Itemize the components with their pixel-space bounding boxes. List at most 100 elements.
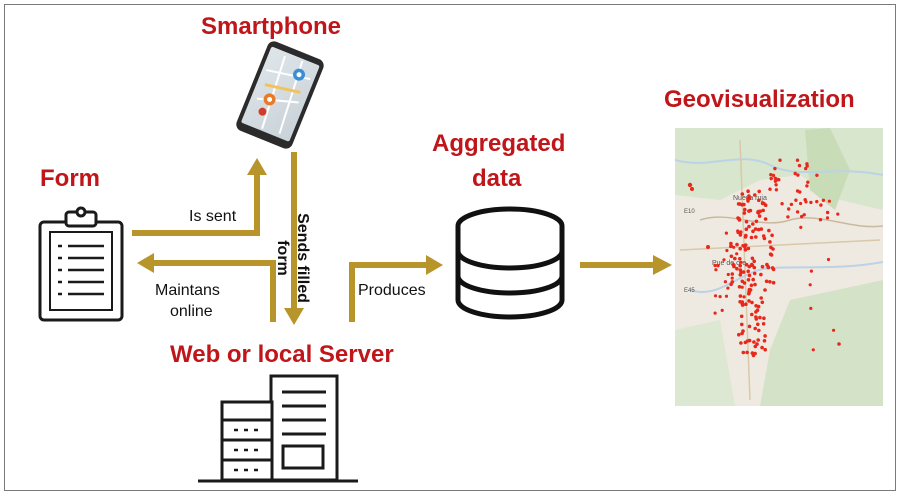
arrow-is-sent bbox=[132, 173, 260, 236]
clipboard-form-icon bbox=[38, 206, 124, 322]
map-point bbox=[740, 303, 745, 307]
map-point bbox=[687, 182, 693, 188]
form-title: Form bbox=[40, 165, 100, 192]
map-point bbox=[746, 196, 750, 201]
map-point bbox=[771, 280, 776, 285]
map-point bbox=[746, 246, 751, 251]
map-point bbox=[747, 291, 751, 296]
map-point bbox=[741, 270, 746, 274]
map-point bbox=[733, 256, 737, 261]
map-point bbox=[736, 230, 740, 235]
map-point bbox=[726, 286, 730, 290]
map-point bbox=[799, 201, 803, 206]
map-point bbox=[811, 348, 815, 352]
map-point bbox=[762, 316, 766, 321]
map-point bbox=[750, 262, 754, 267]
map-point bbox=[736, 216, 740, 220]
map-point bbox=[808, 283, 812, 287]
map-point bbox=[754, 235, 758, 239]
map-point bbox=[763, 203, 768, 207]
map-point bbox=[837, 342, 841, 346]
map-point bbox=[761, 322, 766, 326]
map-point bbox=[763, 288, 767, 292]
map-point bbox=[739, 260, 743, 264]
map-point bbox=[738, 294, 743, 298]
geovisualization-title: Geovisualization bbox=[664, 86, 855, 113]
map-point bbox=[832, 328, 836, 332]
map-point bbox=[745, 350, 749, 355]
is-sent-label: Is sent bbox=[189, 208, 237, 225]
map-point bbox=[742, 295, 746, 299]
map-point bbox=[743, 207, 747, 212]
map-point bbox=[768, 252, 773, 256]
map-point bbox=[752, 271, 757, 276]
map-point bbox=[827, 199, 832, 203]
map-point bbox=[738, 230, 743, 234]
map-point bbox=[738, 264, 742, 268]
map-point bbox=[767, 228, 771, 233]
flow-arrows bbox=[132, 152, 672, 325]
map-point bbox=[809, 306, 813, 310]
map-point bbox=[769, 176, 773, 181]
map-point bbox=[778, 158, 782, 162]
map-point bbox=[793, 171, 797, 176]
map-point bbox=[744, 227, 749, 231]
map-point bbox=[732, 245, 736, 249]
map-point bbox=[762, 339, 767, 343]
map-point bbox=[809, 269, 814, 273]
map-point bbox=[740, 300, 745, 304]
map-point bbox=[753, 227, 758, 231]
map-point bbox=[752, 259, 756, 264]
map-point bbox=[713, 311, 717, 315]
map-point bbox=[815, 199, 819, 204]
map-point bbox=[761, 208, 765, 213]
map-point bbox=[747, 299, 751, 303]
map-point bbox=[735, 242, 739, 247]
map-point bbox=[825, 210, 830, 215]
map-point bbox=[738, 257, 742, 261]
map-point bbox=[821, 198, 826, 202]
map-point bbox=[753, 193, 757, 197]
map-point bbox=[763, 217, 768, 221]
map-point bbox=[757, 214, 762, 218]
map-point bbox=[706, 245, 710, 249]
map-point bbox=[756, 322, 760, 327]
map-point bbox=[836, 212, 840, 216]
map-point bbox=[774, 188, 779, 192]
map-point bbox=[750, 351, 755, 355]
map-point bbox=[747, 273, 752, 278]
map-point bbox=[740, 285, 744, 289]
map-point bbox=[802, 213, 806, 217]
map-point bbox=[780, 202, 784, 206]
map-point bbox=[754, 315, 758, 319]
map-point bbox=[744, 262, 749, 267]
map-points bbox=[687, 158, 841, 358]
map-point bbox=[775, 178, 779, 182]
map-point bbox=[757, 189, 761, 194]
map-point bbox=[724, 231, 729, 235]
map-point bbox=[800, 214, 804, 219]
aggregated-data-title-line1: Aggregated bbox=[432, 130, 566, 157]
map-point bbox=[735, 266, 739, 271]
map-point bbox=[771, 267, 776, 272]
map-point bbox=[746, 278, 751, 282]
map-point bbox=[751, 229, 755, 234]
map-point bbox=[771, 247, 775, 251]
map-point bbox=[753, 282, 757, 287]
map-point bbox=[747, 194, 751, 198]
map-point bbox=[756, 304, 761, 309]
map-point bbox=[718, 295, 722, 299]
map-town-center: Pue de ore bbox=[712, 260, 746, 267]
map-point bbox=[809, 200, 813, 205]
map-point bbox=[743, 235, 748, 239]
map-point bbox=[759, 296, 763, 300]
map-point bbox=[740, 192, 745, 196]
map-point bbox=[752, 265, 757, 270]
map-icon: Nueva ruja E10 E45 Pue de ore bbox=[675, 128, 883, 406]
map-point bbox=[741, 329, 745, 333]
server-title: Web or local Server bbox=[170, 341, 394, 368]
map-point bbox=[771, 173, 776, 178]
map-point bbox=[753, 351, 757, 356]
map-point bbox=[815, 173, 819, 177]
map-point bbox=[740, 322, 744, 327]
